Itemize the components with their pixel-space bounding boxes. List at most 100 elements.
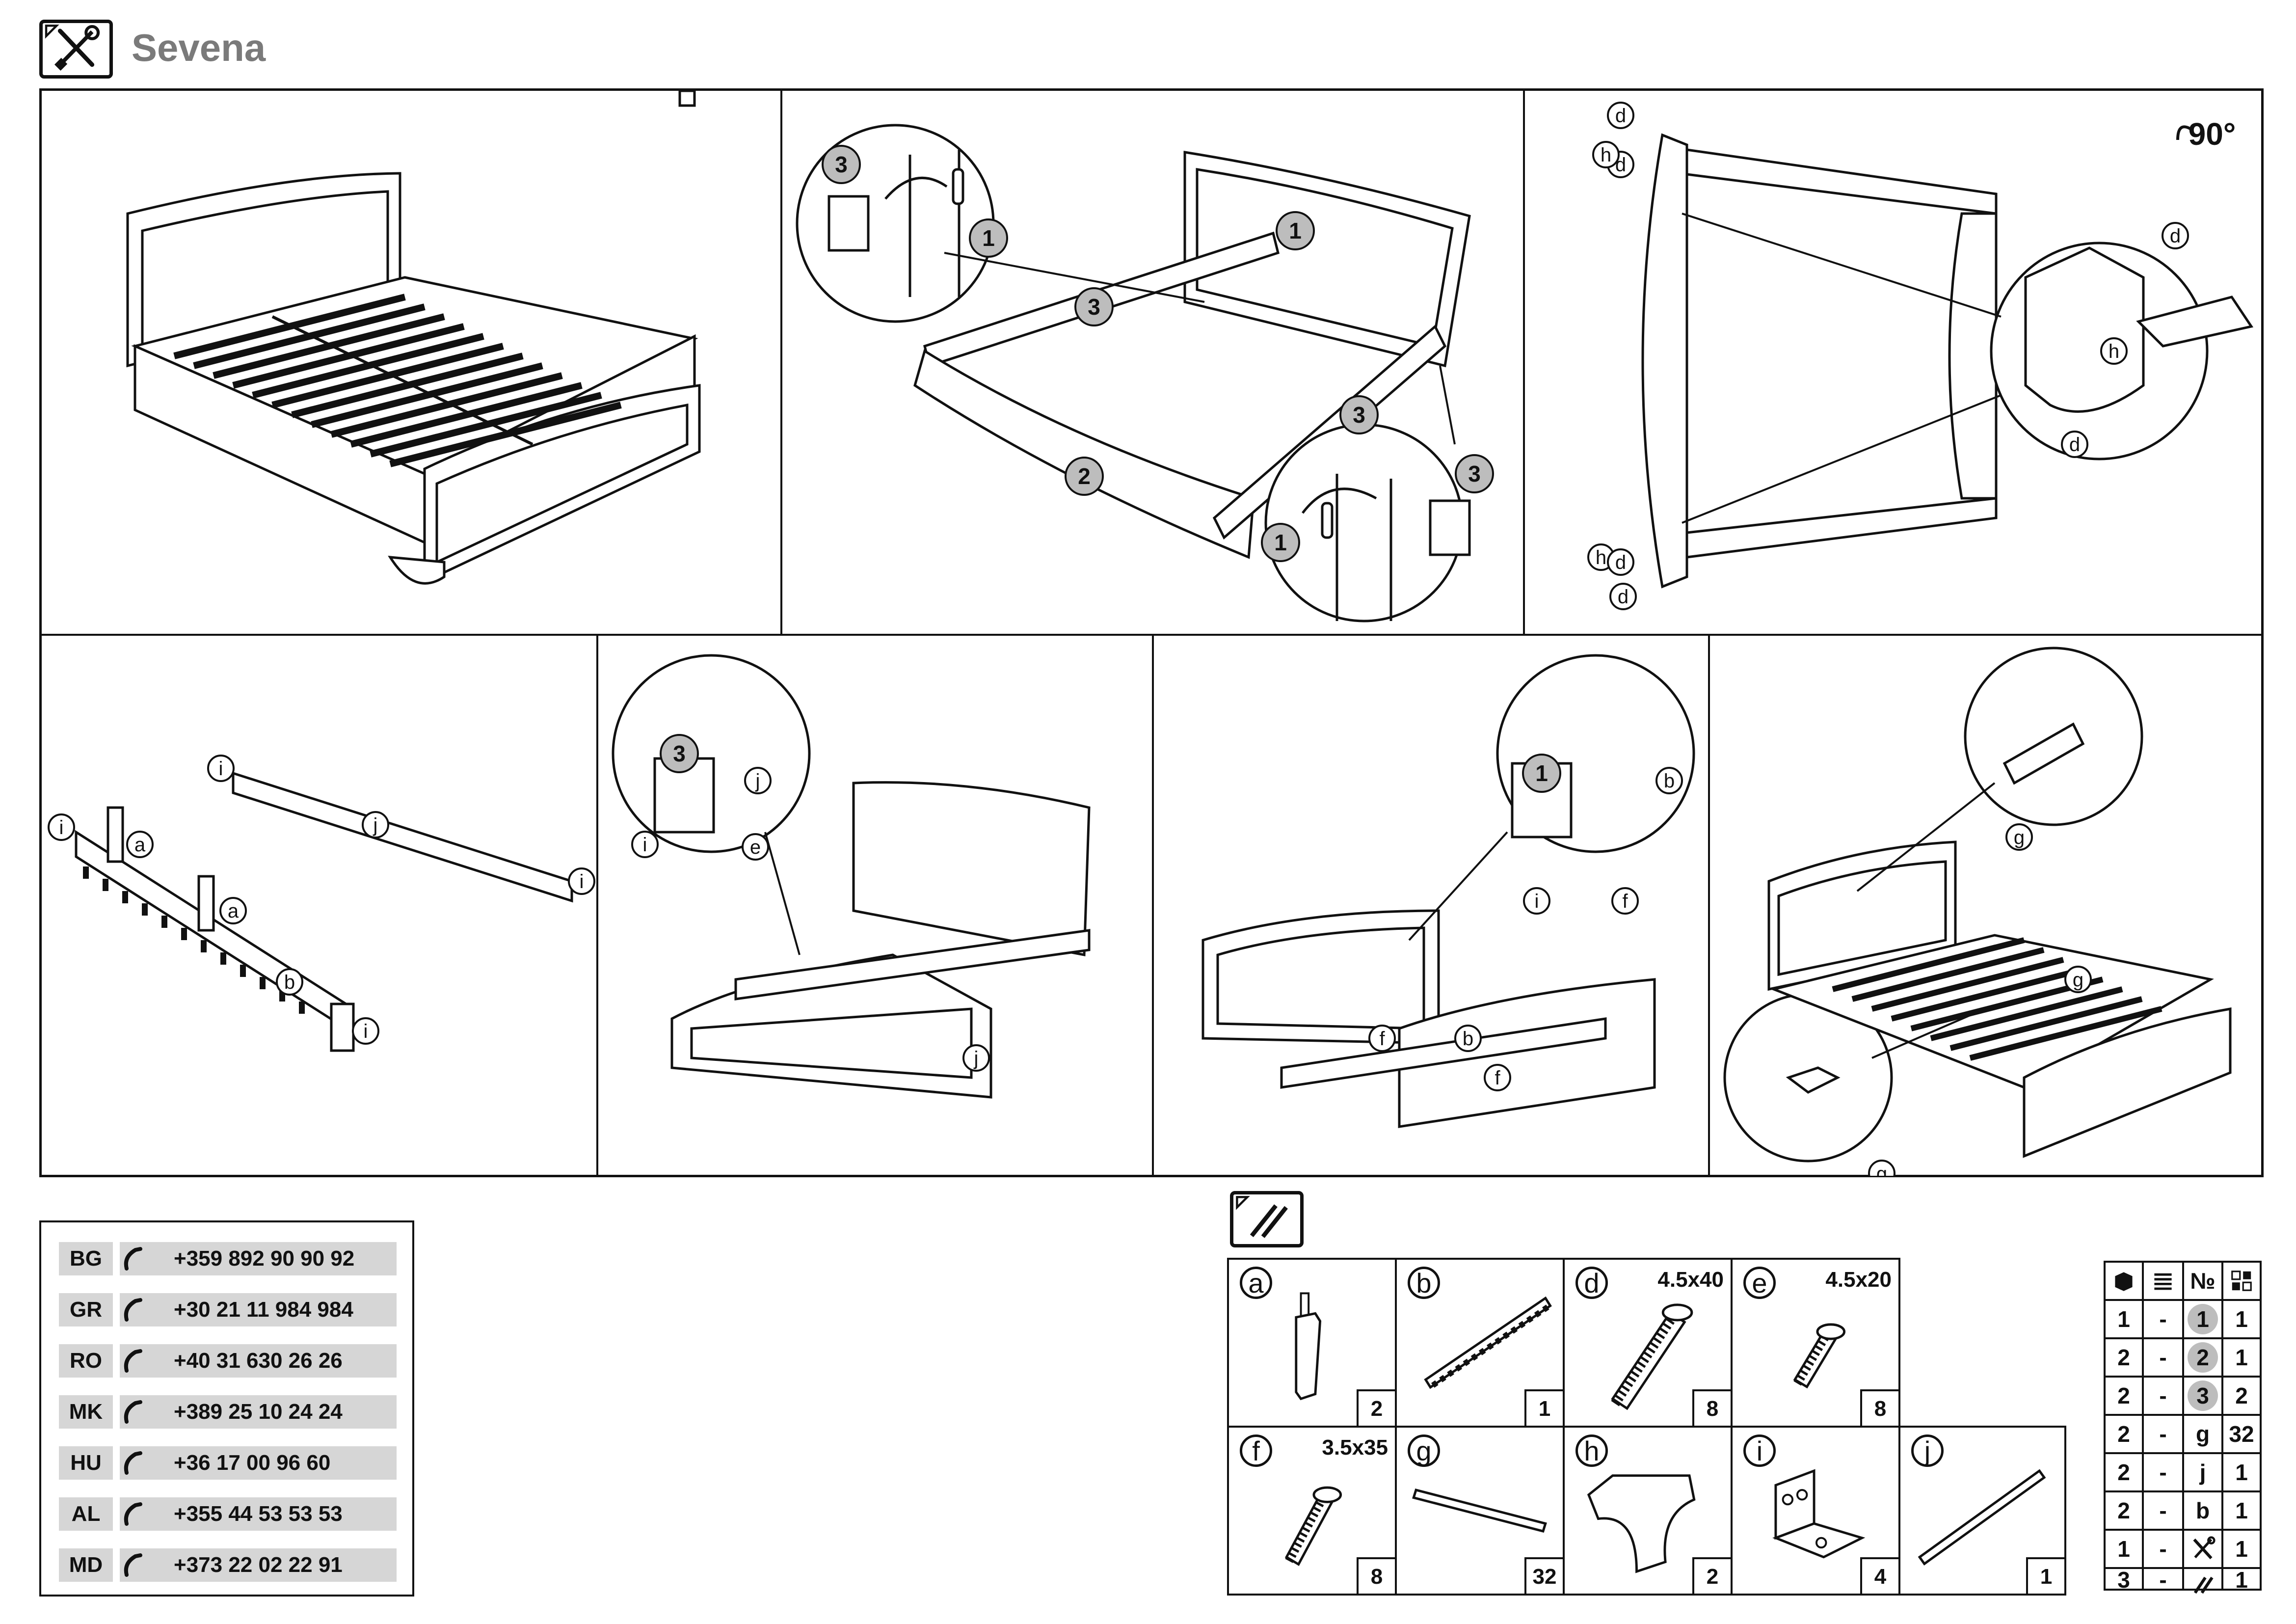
angle-bracket-icon [1772, 1469, 1866, 1559]
step-7-label: g [2014, 827, 2025, 848]
phone-number: +30 21 11 984 984 [120, 1293, 397, 1326]
part-b: b 1 [1395, 1258, 1565, 1428]
step-6-label: b [1664, 770, 1675, 792]
step-3-label: d [2069, 434, 2080, 456]
phone-icon [124, 1400, 142, 1424]
item-number: 1 [2184, 1301, 2221, 1337]
step-5-label: j [755, 770, 760, 792]
parts-list: a 2 b 1 d 4.5x40 8 e 4.5x20 8 f 3.5x35 8… [1227, 1258, 2066, 1596]
step-2-frame-assembly: 1 1 1 2 3 3 3 3 [782, 91, 1523, 634]
step-5-label: j [974, 1048, 979, 1069]
step-3-corner-brackets: d d d d d d h h h 90° [1525, 91, 2262, 634]
dash: - [2159, 1383, 2167, 1408]
screw-icon [1793, 1323, 1846, 1389]
contact-row: MD +373 22 02 22 91 [59, 1548, 397, 1582]
dash: - [2159, 1421, 2167, 1447]
screws-icon [1230, 1191, 1304, 1247]
phone-icon [124, 1553, 142, 1577]
phone-number: +36 17 00 96 60 [120, 1446, 397, 1480]
country-code: GR [59, 1293, 113, 1326]
quantity-icon [2223, 1263, 2260, 1299]
dash: - [2159, 1460, 2167, 1485]
part-letter: h [1575, 1435, 1608, 1467]
step-3-label: d [2170, 225, 2181, 247]
step-4-legs-and-beams: i i i i a a b j [42, 636, 596, 1176]
part-letter: e [1743, 1267, 1776, 1299]
part-e: e 4.5x20 8 [1731, 1258, 1900, 1428]
part-letter: j [1911, 1435, 1944, 1467]
step-5-label: 3 [673, 741, 686, 766]
box-count: 3 [2117, 1567, 2130, 1593]
step-6-label: b [1463, 1028, 1473, 1050]
item-letter: j [2199, 1460, 2206, 1485]
step-2-label: 3 [1353, 402, 1365, 428]
slat-holder-rail-icon [1424, 1296, 1552, 1389]
country-code: HU [59, 1446, 113, 1480]
dash: - [2159, 1567, 2167, 1593]
country-code: AL [59, 1497, 113, 1531]
packing-row: 2 - 2 1 [2106, 1339, 2260, 1376]
tools-icon [2184, 1531, 2221, 1567]
part-j: j 1 [1898, 1426, 2066, 1596]
part-h: h 2 [1563, 1426, 1733, 1596]
step-3-label: d [1618, 586, 1629, 608]
step-5-label: e [750, 837, 761, 858]
part-size: 4.5x20 [1825, 1268, 1892, 1292]
step-7-slats: g g g g [1710, 636, 2262, 1176]
number-header: № [2190, 1268, 2216, 1294]
country-code: MD [59, 1548, 113, 1582]
step-5-label: i [643, 834, 647, 856]
item-qty: 32 [2229, 1421, 2254, 1447]
box-count: 2 [2117, 1345, 2130, 1370]
step-6-label: f [1495, 1067, 1500, 1089]
step-3-label: d [1615, 552, 1626, 573]
country-code: BG [59, 1242, 113, 1275]
phone-icon [124, 1451, 142, 1475]
step-4-label: a [228, 900, 239, 922]
phone-number: +355 44 53 53 53 [120, 1497, 397, 1531]
step-6-label: f [1379, 1028, 1385, 1050]
packing-table: № 1 - 1 1 2 - 2 1 2 - 3 2 2 - g 32 2 - j… [2104, 1261, 2262, 1594]
step-2-label: 3 [1468, 461, 1481, 487]
step-3-label: h [2109, 341, 2119, 362]
step-2-label: 3 [1088, 294, 1100, 320]
page-title: Sevena [132, 26, 266, 69]
part-a: a 2 [1227, 1258, 1397, 1428]
part-qty: 1 [1524, 1389, 1565, 1428]
assembly-steps-grid: 1 1 1 2 3 3 3 3 [39, 88, 2264, 1177]
part-letter: f [1240, 1435, 1272, 1467]
step-2-label: 1 [1289, 218, 1302, 244]
part-qty: 4 [1860, 1557, 1900, 1596]
country-code: MK [59, 1395, 113, 1429]
contact-row: AL +355 44 53 53 53 [59, 1497, 397, 1531]
part-size: 4.5x40 [1657, 1268, 1724, 1292]
part-f: f 3.5x35 8 [1227, 1426, 1397, 1596]
step-7-label: g [2073, 969, 2083, 991]
part-letter: i [1743, 1435, 1776, 1467]
part-letter: g [1408, 1435, 1440, 1467]
part-qty: 8 [1357, 1557, 1397, 1596]
screws-icon [2184, 1569, 2221, 1594]
step-4-label: i [580, 871, 584, 893]
part-d: d 4.5x40 8 [1563, 1258, 1733, 1428]
item-qty: 1 [2235, 1567, 2248, 1593]
box-count: 1 [2117, 1536, 2130, 1562]
phone-number: +373 22 02 22 91 [120, 1548, 397, 1582]
step-6-support-rails: 1 b f i f b f [1154, 636, 1708, 1176]
step-6-label: 1 [1535, 760, 1548, 786]
leg-icon [1295, 1292, 1322, 1401]
item-qty: 1 [2235, 1498, 2248, 1523]
step-4-label: j [373, 814, 378, 836]
part-letter: a [1240, 1267, 1272, 1299]
part-qty: 32 [1524, 1557, 1565, 1596]
box-count: 2 [2117, 1421, 2130, 1447]
phone-number: +40 31 630 26 26 [120, 1344, 397, 1378]
item-qty: 1 [2235, 1306, 2248, 1332]
step-6-label: i [1535, 891, 1539, 912]
item-letter: g [2195, 1421, 2210, 1447]
part-g: g 32 [1395, 1426, 1565, 1596]
phone-icon [124, 1298, 142, 1322]
step-2-label: 3 [835, 152, 848, 177]
packing-row: 2 - 3 2 [2106, 1378, 2260, 1414]
contact-row: MK +389 25 10 24 24 [59, 1395, 397, 1429]
